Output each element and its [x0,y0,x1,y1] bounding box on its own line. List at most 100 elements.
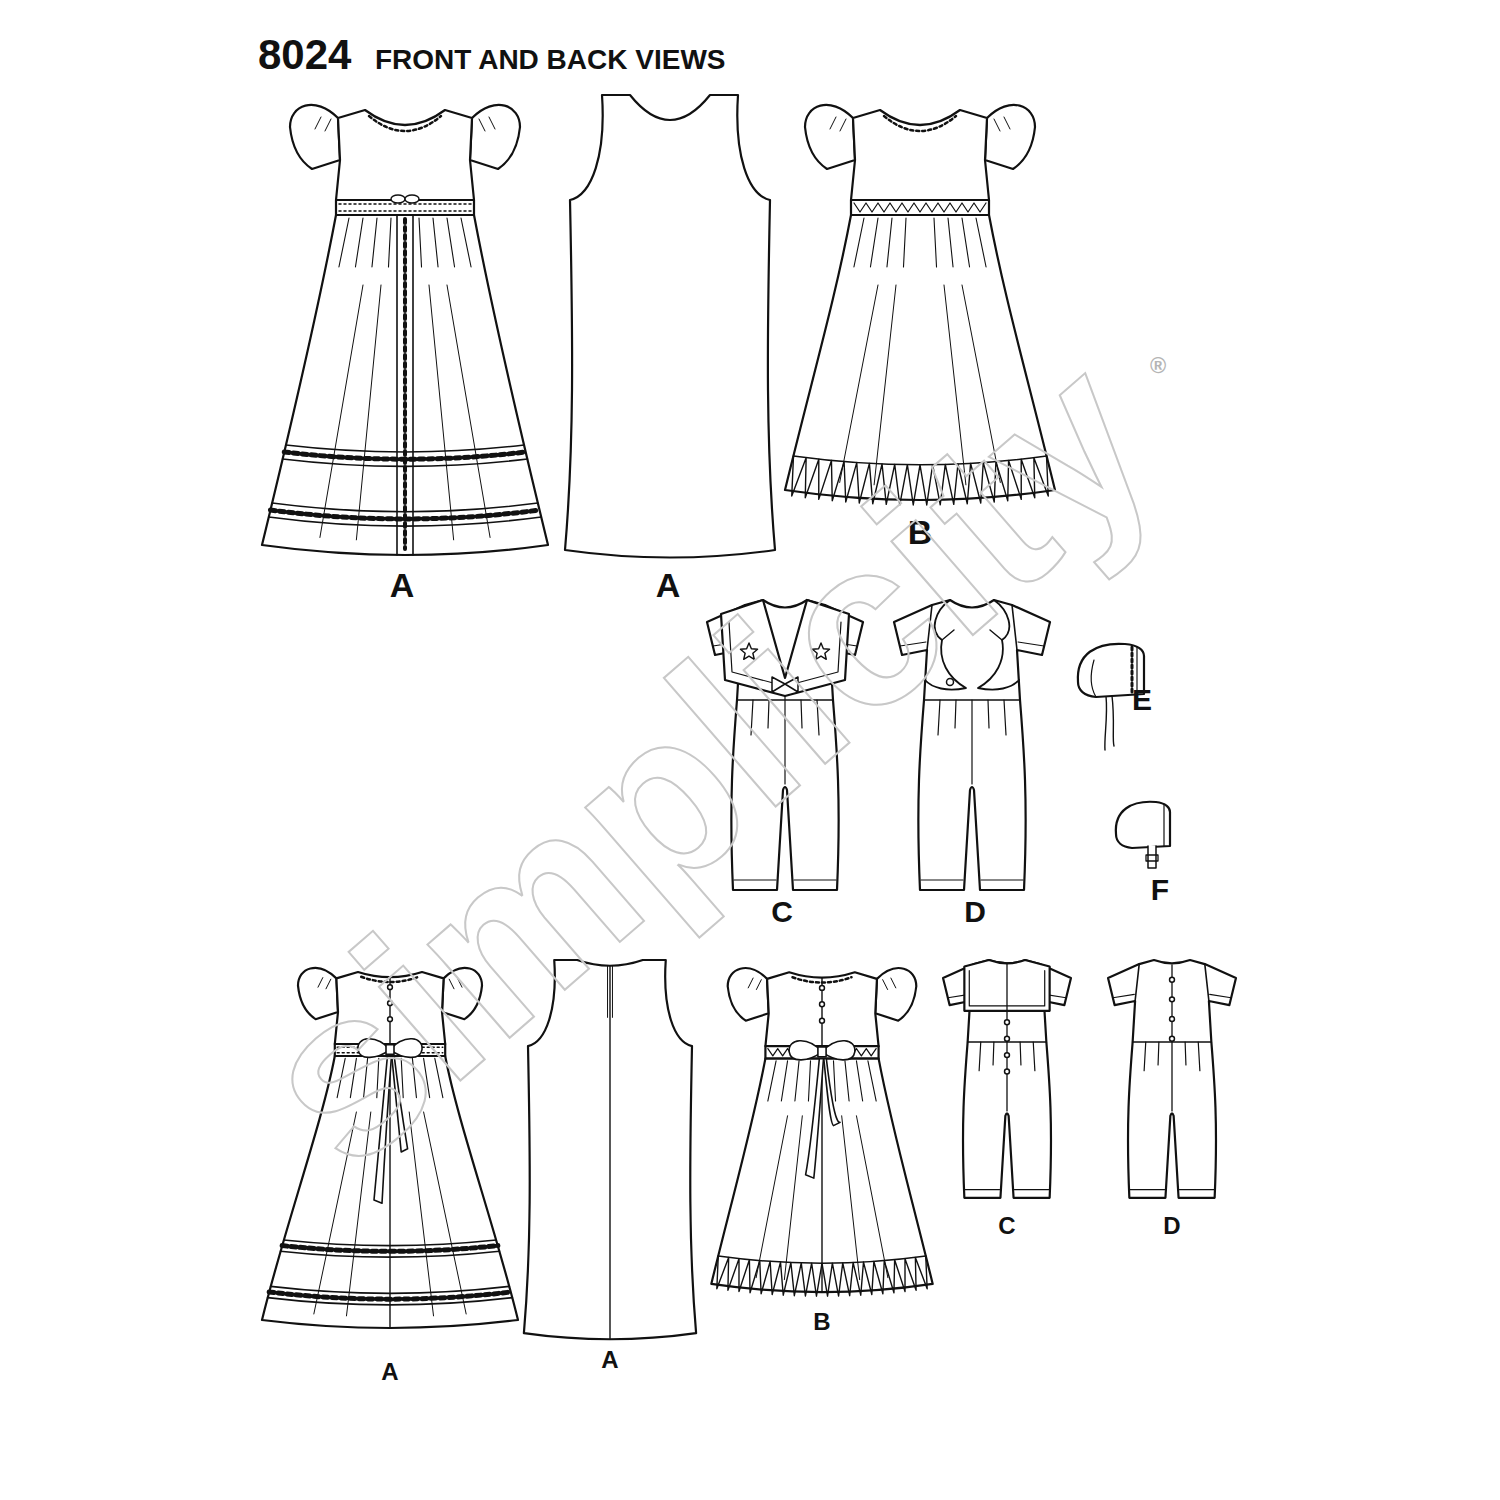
skirt-outline [711,1058,932,1292]
view-letter: A [390,568,415,602]
gather-line [748,978,753,988]
garment-figure [1108,960,1236,1198]
slip-outline [565,95,775,558]
button-mark [1005,1053,1010,1058]
leg-hem [965,1189,1049,1190]
waistband [336,200,474,215]
gather-line [447,218,455,267]
chin-strap [1148,846,1156,868]
view-letter: F [1151,875,1169,905]
bodice [765,972,878,1046]
fold-line [784,1116,802,1280]
lace-pattern [403,219,407,549]
fold-line [856,1116,887,1278]
view-letter: A [381,1360,398,1384]
fold-line [429,285,454,540]
neck-trim [369,116,441,131]
gather-line [868,1061,876,1101]
leg-hem [1130,1189,1214,1190]
button-mark [1170,997,1175,1002]
bodice [336,110,474,200]
view-letter: C [998,1214,1015,1238]
view-letter: C [771,897,793,927]
gather-line [339,218,349,267]
ribbon-tail [806,1057,824,1178]
gather-line [388,218,391,267]
gather-line [419,218,422,267]
gather-line [887,218,892,267]
leg-hem [921,879,1023,880]
bow-knot [818,1047,826,1057]
center-seam [971,700,972,784]
neck-trim [884,116,956,131]
gather-line [830,117,836,129]
band-trim [339,210,471,212]
view-heading: FRONT AND BACK VIEWS [375,46,726,74]
band-seam [1163,804,1164,846]
bonnet-tie [1105,696,1114,750]
fold-line [842,1116,860,1280]
zigzag-lace [717,1256,927,1296]
button-mark [1005,1036,1010,1041]
sleeve [728,968,769,1021]
button-mark [1170,1036,1175,1041]
fold-line [840,285,878,482]
fold-line [756,1116,787,1278]
sleeve [875,968,916,1021]
garment-figure [565,95,775,558]
view-letter: D [964,897,986,927]
view-letter: B [813,1310,830,1334]
button-mark [1170,977,1175,982]
rosette [391,195,405,203]
gather-line [934,218,937,267]
trademark-symbol: ® [1150,355,1166,377]
gather-line [870,218,878,267]
lace-band [284,1240,496,1246]
center-seam [609,966,610,1339]
lace-pattern [269,1292,511,1299]
view-letter: E [1132,685,1152,715]
gather-line [808,1061,810,1101]
gather-line [355,218,363,267]
rosette [405,195,419,203]
gather-line [489,117,495,129]
fold-line [320,285,363,537]
lace-band [271,1286,510,1293]
gather-line [795,1061,799,1101]
gather-line [768,1061,776,1101]
bonnet-outline [1116,802,1170,848]
fold-line [356,285,381,540]
sleeve [290,105,340,169]
smocking [854,203,986,212]
garment-figure [262,105,548,555]
gather-line [994,119,1000,131]
fold-line [447,285,490,537]
gather-line [433,218,438,267]
gather-line [479,119,485,131]
sleeve [805,105,855,169]
gather-line [948,218,953,267]
gather-line [781,1061,787,1101]
button-mark [1005,1020,1010,1025]
gather-line [845,1061,849,1101]
view-letter: A [656,568,681,602]
gather-line [756,980,761,990]
gather-line [854,218,864,267]
band-trim [339,203,471,205]
gather-line [315,117,321,129]
buckle [1146,855,1158,861]
gather-line [325,119,331,131]
gather-line [903,218,906,267]
gather-line [840,119,846,131]
gather-line [461,218,471,267]
romper-outline [1108,960,1236,1198]
garment-figure [711,968,932,1296]
lace-pattern [282,1246,498,1252]
gather-line [891,978,896,988]
view-letter: D [1163,1214,1180,1238]
leg-hem [734,879,836,880]
garment-figure [943,960,1071,1198]
lace-insert [396,215,398,555]
bow-loop [822,1041,855,1060]
